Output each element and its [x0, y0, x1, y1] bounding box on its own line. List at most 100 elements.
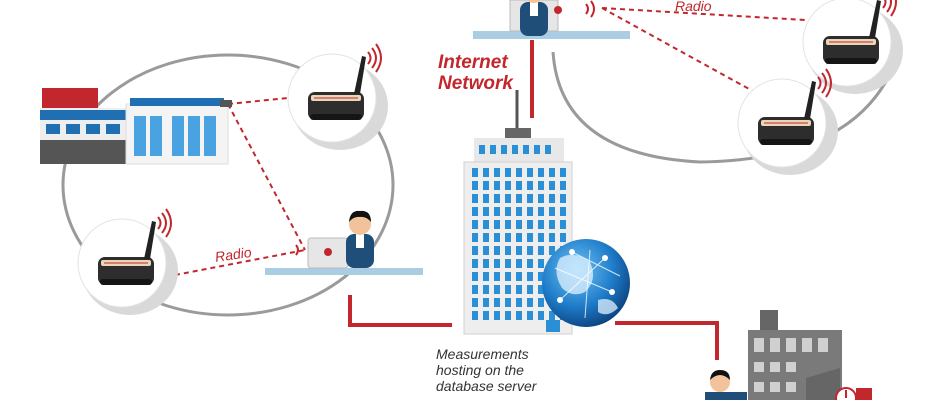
tower-window [505, 181, 511, 190]
radio-link-right-diag [601, 7, 761, 96]
tower-window [527, 298, 533, 307]
operator-icon [473, 0, 630, 39]
tower-window [516, 220, 522, 229]
tower-window [538, 220, 544, 229]
tower-window [538, 298, 544, 307]
tower-window [501, 145, 507, 154]
tower-window [538, 207, 544, 216]
tower-window [560, 181, 566, 190]
tower-window [538, 272, 544, 281]
tower-window [483, 194, 489, 203]
tower-window [549, 207, 555, 216]
tower-window [545, 145, 551, 154]
tower-window [516, 194, 522, 203]
tower-window [516, 259, 522, 268]
radio-link-left-diag [227, 103, 306, 251]
measurements-line1: Measurements [436, 346, 529, 362]
tower-window [527, 181, 533, 190]
tower-window [505, 168, 511, 177]
tower-window [494, 233, 500, 242]
tower-window [516, 272, 522, 281]
operator-icon [705, 370, 747, 400]
tower-window [483, 272, 489, 281]
tower-window [472, 233, 478, 242]
tower-window [516, 181, 522, 190]
tower-window [527, 272, 533, 281]
network-lines [174, 7, 806, 360]
tower-window [516, 285, 522, 294]
tower-window [483, 168, 489, 177]
internet-network-line1: Internet [438, 52, 508, 73]
tower-window [494, 246, 500, 255]
measurements-line3: database server [436, 378, 537, 394]
tower-window [516, 168, 522, 177]
tower-window [549, 181, 555, 190]
tower-window [538, 168, 544, 177]
tower-window [494, 207, 500, 216]
operator-icon [265, 210, 423, 275]
tower-window [549, 168, 555, 177]
tower-window [490, 145, 496, 154]
tower-window [494, 272, 500, 281]
tower-window [505, 272, 511, 281]
tower-window [560, 194, 566, 203]
tower-window [527, 311, 533, 320]
tower-window [538, 181, 544, 190]
tower-window [472, 168, 478, 177]
tower-window [527, 194, 533, 203]
tower-window [549, 311, 555, 320]
tower-window [494, 285, 500, 294]
tower-window [560, 207, 566, 216]
radio-link-right-top [601, 7, 806, 21]
tower-window [538, 246, 544, 255]
tower-window [538, 311, 544, 320]
tower-window [549, 246, 555, 255]
tower-window [527, 259, 533, 268]
tower-window [472, 285, 478, 294]
tower-window [560, 233, 566, 242]
tower-window [549, 233, 555, 242]
tower-window [494, 220, 500, 229]
tower-window [494, 298, 500, 307]
data-logger-icon [802, 0, 904, 95]
tower-window [472, 246, 478, 255]
tower-window [560, 168, 566, 177]
tower-window [516, 298, 522, 307]
tower-window [479, 145, 485, 154]
tower-window [505, 298, 511, 307]
tower-window [472, 298, 478, 307]
tower-window [505, 194, 511, 203]
internet-network-label: Internet Network [438, 52, 513, 94]
tower-window [483, 259, 489, 268]
globe-icon [542, 239, 630, 332]
radio-link-left-bottom [174, 249, 306, 276]
tower-window [483, 233, 489, 242]
tower-window [538, 194, 544, 203]
tower-window [549, 194, 555, 203]
tower-window [494, 168, 500, 177]
measurements-line2: hosting on the [436, 362, 524, 378]
tower-window [505, 220, 511, 229]
tower-window [560, 220, 566, 229]
tower-window [512, 145, 518, 154]
tower-window [527, 285, 533, 294]
measurements-caption: Measurements hosting on the database ser… [436, 346, 536, 394]
tower-window [538, 259, 544, 268]
tower-to-operator-link [348, 295, 452, 327]
radio-link-left-top [227, 96, 299, 105]
tower-window [538, 233, 544, 242]
tower-window [494, 181, 500, 190]
tower-window [472, 181, 478, 190]
skyscraper-icon [463, 90, 573, 335]
tower-window [516, 311, 522, 320]
left-network-ring [61, 53, 395, 317]
tower-window [483, 220, 489, 229]
tower-window [527, 168, 533, 177]
tower-window [527, 207, 533, 216]
tower-window [483, 311, 489, 320]
data-logger-icon [287, 43, 389, 151]
tower-window [527, 220, 533, 229]
data-logger-icon [77, 208, 179, 316]
internet-network-line2: Network [438, 73, 513, 94]
